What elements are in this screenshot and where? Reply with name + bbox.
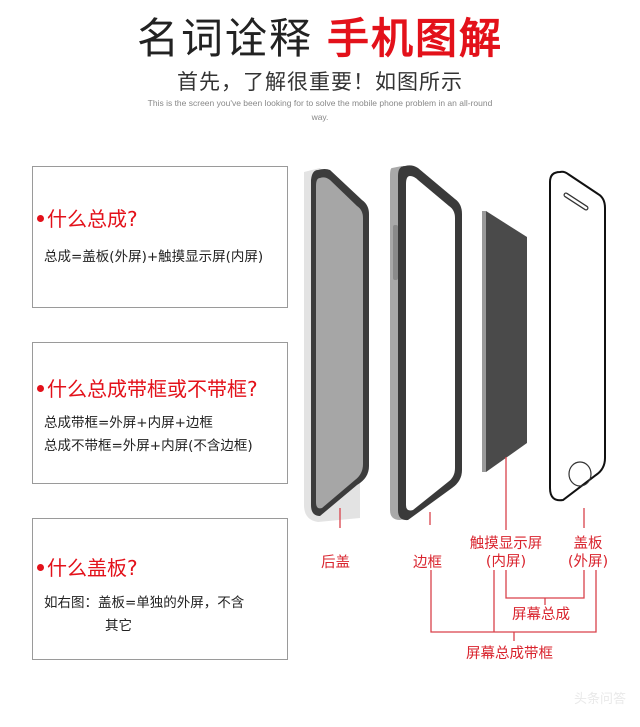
definition-box-cover: 什么盖板? 如右图：盖板=单独的外屏，不含 其它 xyxy=(32,518,288,660)
definition-question: 什么总成带框或不带框? xyxy=(37,373,258,402)
back-cover-illustration xyxy=(304,168,369,522)
cover-glass-illustration xyxy=(549,170,606,502)
subtitle: 首先，了解很重要！如图所示 xyxy=(177,70,463,94)
definition-question: 什么盖板? xyxy=(37,552,138,581)
bullet-icon xyxy=(37,215,44,222)
label-back-cover: 后盖 xyxy=(321,555,350,571)
definition-line: 总成带框=外屏+内屏+边框 xyxy=(44,415,213,431)
title-highlight: 手机图解 xyxy=(327,14,504,63)
definition-box-frame: 什么总成带框或不带框? 总成带框=外屏+内屏+边框 总成不带框=外屏+内屏(不含… xyxy=(32,342,288,484)
bullet-icon xyxy=(37,564,44,571)
bullet-icon xyxy=(37,385,44,392)
definition-line: 总成不带框=外屏+内屏(不含边框) xyxy=(44,438,253,454)
english-tagline: This is the screen you've been looking f… xyxy=(147,98,493,122)
title-plain: 名词诠释 xyxy=(136,14,313,63)
label-touch-display: 触摸显示屏 (内屏) xyxy=(469,536,543,570)
definition-line: 其它 xyxy=(105,618,132,634)
touch-display-illustration xyxy=(482,211,527,472)
label-screen-assembly-with-frame: 屏幕总成带框 xyxy=(466,646,553,662)
label-cover-glass: 盖板 (外屏) xyxy=(567,536,609,570)
label-screen-assembly: 屏幕总成 xyxy=(512,607,570,623)
definition-box-assembly: 什么总成? 总成=盖板(外屏)+触摸显示屏(内屏) xyxy=(32,166,288,308)
page-title: 名词诠释手机图解 xyxy=(0,12,640,66)
definition-line: 如右图：盖板=单独的外屏，不含 xyxy=(44,595,245,611)
definition-line: 总成=盖板(外屏)+触摸显示屏(内屏) xyxy=(44,249,264,265)
watermark: 头条问答 xyxy=(573,692,626,707)
frame-illustration xyxy=(390,165,462,521)
definition-question: 什么总成? xyxy=(37,203,138,232)
label-frame: 边框 xyxy=(413,555,442,571)
leader-lines xyxy=(339,457,597,641)
